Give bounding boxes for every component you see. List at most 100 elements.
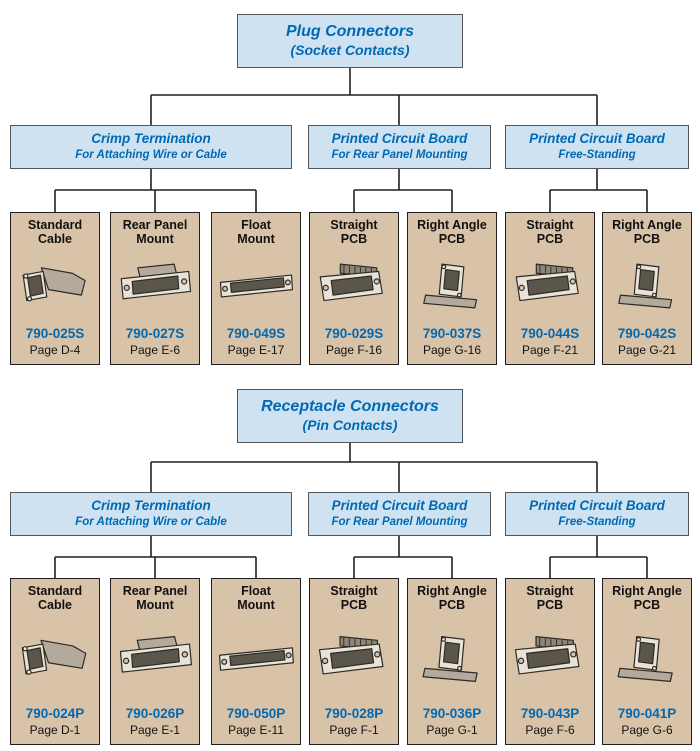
product-title-line1: Straight [526, 584, 574, 598]
product-title-line1: Straight [330, 218, 378, 232]
page-reference: Page E-11 [228, 723, 284, 737]
product-title: Standard Cable [28, 579, 82, 613]
product-title-line1: Right Angle [612, 584, 682, 598]
product-card: Right Angle PCB 790-041P Page G-6 [602, 578, 692, 745]
part-number-link[interactable]: 790-050P [226, 706, 286, 721]
section-title: Plug Connectors [285, 23, 414, 41]
category-subtitle: For Rear Panel Mounting [331, 148, 468, 161]
standard-cable-connector-icon [13, 627, 97, 691]
product-title-line2: PCB [633, 232, 661, 247]
product-title-line1: Right Angle [417, 218, 487, 232]
product-card: Rear Panel Mount 790-026P Page E-1 [110, 578, 200, 745]
category-title: Printed Circuit Board [331, 498, 468, 514]
category-title: Printed Circuit Board [529, 131, 665, 147]
product-title: Right Angle PCB [417, 579, 487, 613]
product-title: Straight PCB [526, 213, 573, 247]
product-title-line2: Mount [136, 598, 174, 613]
page-reference: Page F-16 [325, 343, 383, 357]
part-number-link[interactable]: 790-049S [226, 326, 286, 341]
straight-pcb-connector-icon [313, 257, 395, 315]
section-subtitle: (Socket Contacts) [290, 42, 410, 59]
page-reference: Page G-21 [617, 343, 677, 357]
product-title: Right Angle PCB [612, 213, 682, 247]
product-title: Rear Panel Mount [123, 213, 188, 247]
connector-photo [11, 247, 99, 326]
category-subtitle: For Rear Panel Mounting [331, 515, 468, 528]
product-card: Right Angle PCB 790-036P Page G-1 [407, 578, 497, 745]
product-title-line2: PCB [633, 598, 661, 613]
product-card: Right Angle PCB 790-042S Page G-21 [602, 212, 692, 365]
product-title-line2: Mount [237, 598, 275, 613]
connector-photo [603, 613, 691, 706]
category-title: Printed Circuit Board [331, 131, 468, 147]
product-card: Float Mount 790-050P Page E-11 [211, 578, 301, 745]
product-title: Right Angle PCB [612, 579, 682, 613]
float-mount-connector-icon [215, 257, 297, 315]
product-title-line2: PCB [536, 598, 564, 613]
category-pcb-rear-panel: Printed Circuit Board For Rear Panel Mou… [308, 492, 491, 536]
section-subtitle: (Pin Contacts) [302, 417, 398, 434]
category-title: Crimp Termination [91, 131, 211, 147]
category-crimp-termination: Crimp Termination For Attaching Wire or … [10, 492, 292, 536]
product-card: Straight PCB 790-029S Page F-16 [309, 212, 399, 365]
category-subtitle: For Attaching Wire or Cable [75, 148, 227, 161]
product-title-line1: Float [241, 584, 271, 598]
product-title-line2: PCB [438, 232, 466, 247]
part-number-link[interactable]: 790-044S [520, 326, 580, 341]
connector-photo [11, 613, 99, 706]
part-number-link[interactable]: 790-024P [25, 706, 85, 721]
product-title-line1: Rear Panel [122, 584, 188, 598]
part-number-link[interactable]: 790-028P [324, 706, 384, 721]
connector-photo [111, 613, 199, 706]
connector-photo [212, 613, 300, 706]
page-reference: Page E-1 [129, 723, 181, 737]
straight-pcb-connector-icon [312, 627, 396, 691]
right-angle-pcb-connector-icon [605, 627, 689, 691]
part-number-link[interactable]: 790-026P [125, 706, 185, 721]
section-title: Receptacle Connectors [261, 398, 439, 416]
product-card: Straight PCB 790-028P Page F-1 [309, 578, 399, 745]
product-title-line2: PCB [340, 598, 368, 613]
page-reference: Page E-17 [227, 343, 285, 357]
product-title-line1: Standard [27, 584, 83, 598]
connector-photo [310, 247, 398, 326]
part-number-link[interactable]: 790-027S [125, 326, 185, 341]
part-number-link[interactable]: 790-043P [520, 706, 580, 721]
straight-pcb-connector-icon [509, 257, 591, 315]
part-number-link[interactable]: 790-029S [324, 326, 384, 341]
product-title-line2: PCB [536, 232, 564, 247]
connector-photo [408, 613, 496, 706]
connector-photo [212, 247, 300, 326]
category-subtitle: For Attaching Wire or Cable [75, 515, 227, 528]
product-title-line2: Cable [37, 232, 73, 247]
page-reference: Page D-1 [29, 723, 81, 737]
product-title-line1: Standard [27, 218, 83, 232]
product-title-line1: Straight [330, 584, 378, 598]
part-number-link[interactable]: 790-042S [617, 326, 677, 341]
right-angle-pcb-connector-icon [410, 627, 494, 691]
product-title: Rear Panel Mount [123, 579, 188, 613]
part-number-link[interactable]: 790-037S [422, 326, 482, 341]
connector-photo [310, 613, 398, 706]
straight-pcb-connector-icon [508, 627, 592, 691]
connector-photo [603, 247, 691, 326]
connector-photo [111, 247, 199, 326]
product-title: Straight PCB [330, 579, 377, 613]
product-title: Right Angle PCB [417, 213, 487, 247]
receptacle-header-box: Receptacle Connectors (Pin Contacts) [237, 389, 463, 443]
product-title-line2: Cable [37, 598, 73, 613]
part-number-link[interactable]: 790-025S [25, 326, 85, 341]
category-subtitle: Free-Standing [558, 148, 636, 161]
part-number-link[interactable]: 790-041P [617, 706, 677, 721]
page-reference: Page F-1 [329, 723, 379, 737]
product-title-line1: Right Angle [612, 218, 682, 232]
product-title-line2: PCB [340, 232, 368, 247]
page-reference: Page F-6 [525, 723, 575, 737]
standard-cable-connector-icon [14, 257, 96, 315]
part-number-link[interactable]: 790-036P [422, 706, 482, 721]
page-reference: Page F-21 [521, 343, 579, 357]
page-reference: Page G-1 [426, 723, 478, 737]
right-angle-pcb-connector-icon [411, 257, 493, 315]
